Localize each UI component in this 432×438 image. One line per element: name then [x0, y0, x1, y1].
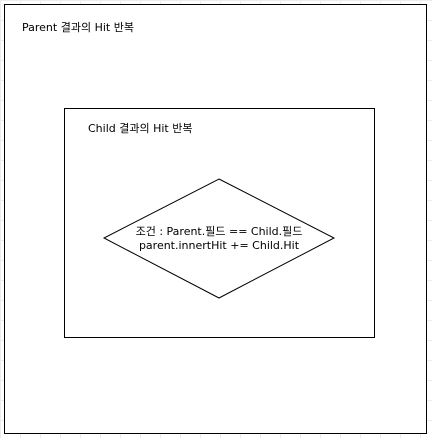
decision-text: 조건 : Parent.필드 == Child.필드 parent.innert…: [104, 225, 334, 253]
parent-loop-label: Parent 결과의 Hit 반복: [22, 21, 134, 34]
decision-action-line: parent.innertHit += Child.Hit: [138, 239, 300, 252]
decision-diamond[interactable]: [102, 178, 336, 299]
child-loop-label: Child 결과의 Hit 반복: [88, 122, 193, 135]
decision-condition-line: 조건 : Parent.필드 == Child.필드: [135, 225, 303, 238]
